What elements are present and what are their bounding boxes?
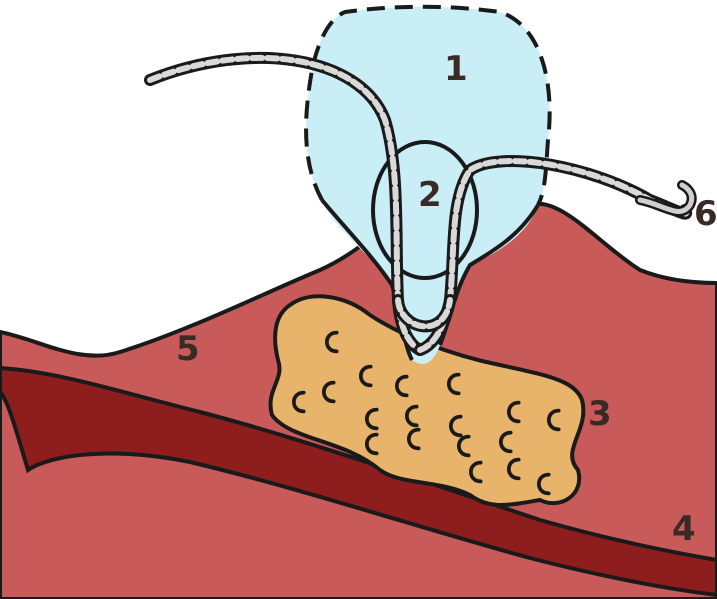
label-6: 6 <box>694 194 717 234</box>
label-3: 3 <box>588 394 612 434</box>
label-4: 4 <box>672 509 696 549</box>
label-5: 5 <box>176 329 200 369</box>
label-1: 1 <box>444 49 468 89</box>
label-2: 2 <box>418 175 442 215</box>
